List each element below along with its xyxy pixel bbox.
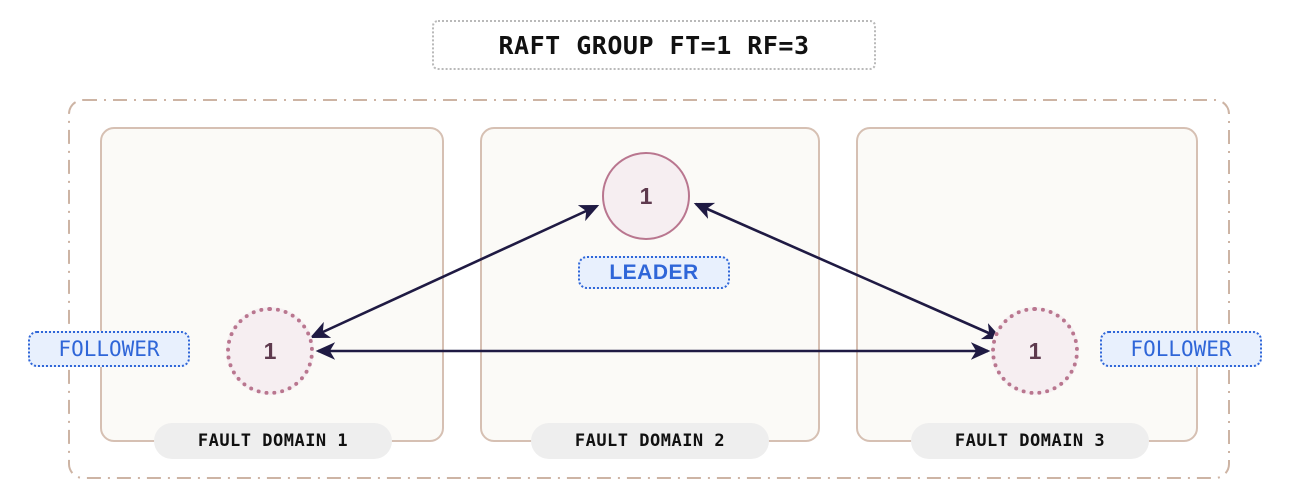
role-badge-follower-left: FOLLOWER [28,331,190,367]
raft-group-boundary [68,99,1230,479]
fault-domain-label-3: FAULT DOMAIN 3 [911,423,1149,459]
node-follower-3-value: 1 [1028,337,1042,364]
fault-domain-label-1: FAULT DOMAIN 1 [154,423,392,459]
cluster-dash-dot-rect [68,99,1230,479]
diagram-title: RAFT GROUP FT=1 RF=3 [432,20,876,70]
node-leader[interactable]: 1 [602,152,690,240]
fault-domain-label-2: FAULT DOMAIN 2 [531,423,769,459]
fault-domain-box-3 [856,127,1198,442]
role-badge-follower-right: FOLLOWER [1100,331,1262,367]
node-follower-1[interactable]: 1 [226,307,314,395]
node-leader-value: 1 [639,182,653,209]
node-follower-1-value: 1 [263,337,277,364]
node-follower-3[interactable]: 1 [991,307,1079,395]
role-badge-leader: LEADER [578,256,730,289]
